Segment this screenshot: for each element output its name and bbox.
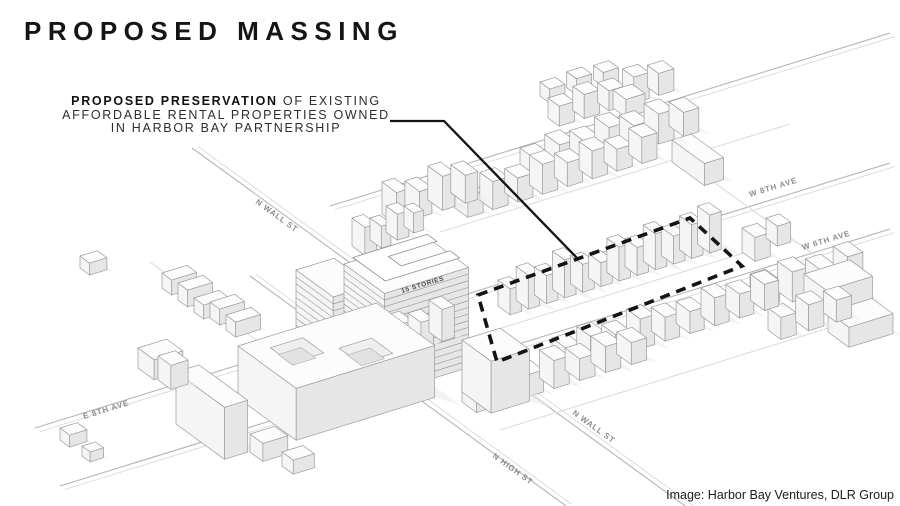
building-block — [157, 350, 201, 390]
building-block — [725, 279, 766, 319]
building-block — [616, 326, 658, 365]
building-block — [668, 96, 711, 137]
building-block — [578, 136, 622, 180]
building-block — [553, 148, 595, 187]
building-block — [628, 123, 670, 164]
building-block — [249, 425, 297, 462]
building-block — [529, 149, 573, 195]
street-label-n-high-st: N HIGH ST — [491, 451, 535, 486]
annotation-line3: IN HARBOR BAY PARTNERSHIP — [110, 121, 342, 136]
buildings-layer — [59, 60, 900, 475]
building-block — [369, 214, 402, 249]
building-block — [403, 202, 434, 234]
street-label-w-8th-ave: W 8TH AVE — [748, 176, 798, 199]
building-block — [603, 134, 644, 172]
annotation-line1-rest: OF EXISTING — [277, 94, 381, 108]
building-block — [823, 285, 863, 323]
building-block — [572, 81, 612, 119]
building-block — [795, 290, 837, 332]
building-block — [225, 306, 268, 338]
building-block — [427, 161, 472, 212]
building-block — [646, 60, 685, 96]
building-block — [79, 250, 113, 276]
building-block — [741, 222, 783, 262]
building-block — [624, 234, 663, 277]
building-block — [671, 133, 735, 186]
building-block — [81, 441, 109, 463]
building-block — [428, 295, 471, 343]
image-credit: Image: Harbor Bay Ventures, DLR Group — [666, 488, 894, 502]
annotation-leader-line — [390, 119, 578, 259]
building-block — [547, 92, 585, 127]
annotation-line1-bold: PROPOSED PRESERVATION — [71, 94, 278, 108]
building-block — [461, 327, 556, 414]
building-block — [59, 422, 93, 448]
street-label-e-8th-ave: E 8TH AVE — [82, 398, 130, 421]
building-block — [765, 213, 801, 247]
preservation-dashed-outline — [475, 215, 746, 365]
annotation-line1: PROPOSED PRESERVATION OF EXISTING — [56, 94, 396, 109]
building-block — [281, 445, 322, 475]
annotation-text: PROPOSED PRESERVATION OF EXISTING AFFORD… — [56, 94, 396, 136]
courtyard-building — [237, 302, 461, 441]
building-block — [750, 269, 792, 311]
annotation-line2: AFFORDABLE RENTAL PROPERTIES OWNED — [62, 107, 390, 122]
building-block — [675, 296, 716, 334]
building-block — [450, 160, 492, 204]
page-title: PROPOSED MASSING — [24, 16, 404, 46]
